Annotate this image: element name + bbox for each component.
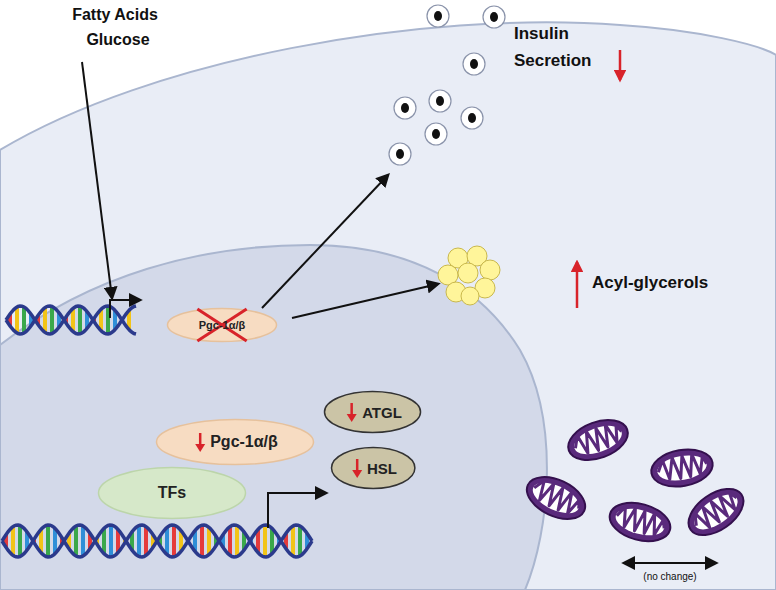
protein-ellipse: Pgc-1α/β [155, 418, 315, 466]
decrease-arrowhead [352, 470, 362, 478]
base-pair [228, 527, 232, 556]
node-text: Pgc-1α/β [199, 319, 246, 331]
base-pair [207, 527, 211, 554]
dna-strand [6, 306, 136, 334]
base-pair [74, 526, 78, 556]
knockout-cross [197, 309, 246, 341]
dna-strand [2, 525, 312, 557]
enzyme-ellipse: HSL [330, 446, 416, 490]
decrease-arrow [351, 403, 354, 415]
dna-helix [2, 525, 312, 557]
node-text: HSL [349, 460, 397, 477]
knockout-cross [197, 309, 246, 341]
mitochondrion [520, 469, 591, 528]
base-pair [291, 526, 295, 556]
decrease-arrowhead [195, 444, 205, 452]
effect-arrow [292, 284, 438, 318]
dna-helix [6, 306, 136, 334]
factor-ellipse: TFs [97, 466, 247, 520]
base-pair [46, 525, 50, 557]
lipid-droplets [438, 246, 500, 305]
effect-arrow [262, 175, 388, 308]
node-text: ATGL [344, 404, 402, 421]
base-pair [235, 526, 239, 557]
decrease-arrow [619, 50, 622, 80]
decrease-arrow [199, 433, 202, 445]
insulin-vesicles [389, 5, 505, 165]
annotation-label: Acyl-glycerols [592, 273, 708, 293]
annotation-label: Insulin Secretion [514, 20, 614, 74]
mitochondrion [563, 412, 634, 467]
dna-strand [6, 306, 136, 334]
base-pair [50, 307, 54, 334]
annotation-label: Fatty Acids [72, 6, 158, 24]
no-change-arrow [624, 562, 716, 564]
base-pair [11, 527, 15, 556]
increase-arrow [576, 262, 579, 308]
mitochondrion [605, 497, 674, 548]
cell-membrane [0, 22, 776, 590]
mitochondrion [680, 479, 751, 544]
decrease-arrow [356, 459, 359, 471]
base-pair [43, 308, 47, 333]
base-pair [165, 527, 169, 554]
mitochondrion [648, 445, 715, 491]
base-pair [109, 525, 113, 557]
vesicle-cores [396, 11, 498, 159]
base-pair [15, 307, 19, 333]
base-pair [78, 306, 82, 334]
mitochondria [520, 412, 751, 547]
base-pair [200, 525, 204, 557]
node-text: TFs [158, 484, 186, 502]
annotation-label: Glucose [86, 31, 149, 49]
base-pair [137, 526, 141, 557]
decrease-arrowhead [347, 414, 357, 422]
base-pair [298, 526, 302, 556]
dna-strand [2, 525, 312, 557]
enzyme-ellipse: ATGL [323, 390, 422, 434]
base-pair [81, 526, 85, 556]
input-arrow [82, 62, 112, 298]
promoter-arrow [110, 300, 140, 318]
base-pair [172, 525, 176, 557]
base-pair [263, 525, 267, 557]
protein-ellipse: Pgc-1α/β [166, 307, 278, 343]
base-pair [18, 526, 22, 557]
node-text: Pgc-1α/β [192, 433, 278, 451]
base-pair [144, 527, 148, 556]
base-pair [22, 307, 26, 333]
promoter-arrow [268, 493, 326, 528]
note: (no change) [643, 571, 696, 582]
